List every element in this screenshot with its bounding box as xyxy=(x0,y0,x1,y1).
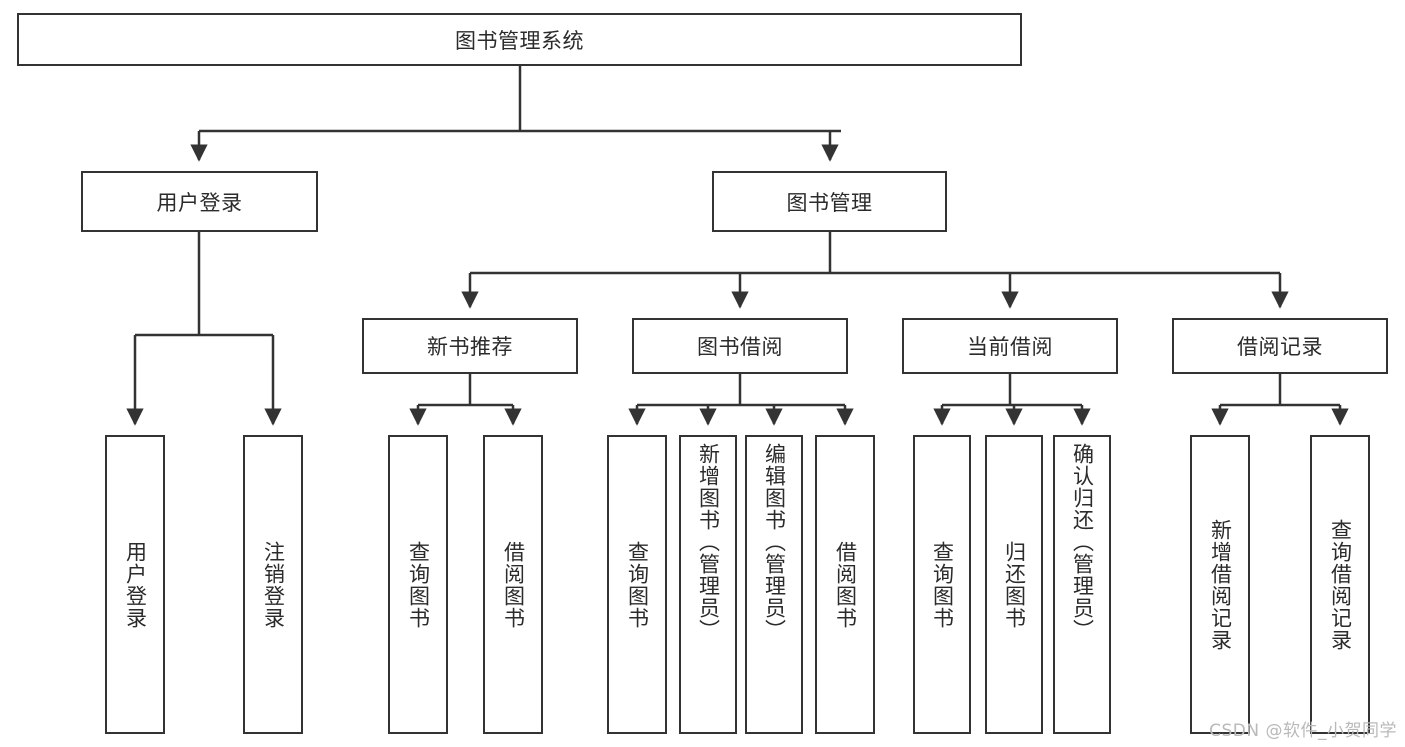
leaf-logout-label: 注销登录 xyxy=(261,540,286,629)
leaf-add-borrow-record-label: 新增借阅记录 xyxy=(1208,518,1233,651)
leaf-confirm-return-admin[interactable]: 确认归还（管理员） xyxy=(1053,435,1111,734)
node-user-login[interactable]: 用户登录 xyxy=(81,171,318,232)
leaf-add-book-admin[interactable]: 新增图书（管理员） xyxy=(679,435,737,734)
leaf-user-login-label: 用户登录 xyxy=(123,540,148,629)
node-book-management[interactable]: 图书管理 xyxy=(712,171,947,232)
node-new-book-recommendation[interactable]: 新书推荐 xyxy=(362,318,578,374)
node-book-management-label: 图书管理 xyxy=(786,190,873,215)
leaf-query-borrow-record[interactable]: 查询借阅记录 xyxy=(1310,435,1370,734)
watermark: CSDN @软件_小贺同学 xyxy=(1209,721,1397,741)
leaf-add-borrow-record[interactable]: 新增借阅记录 xyxy=(1190,435,1250,734)
leaf-edit-book-admin[interactable]: 编辑图书（管理员） xyxy=(745,435,803,734)
leaf-edit-book-admin-label: 编辑图书（管理员） xyxy=(762,443,787,641)
node-user-login-label: 用户登录 xyxy=(156,190,243,215)
node-book-borrow[interactable]: 图书借阅 xyxy=(632,318,848,374)
leaf-query-books-current-label: 查询图书 xyxy=(930,540,955,629)
leaf-borrow-books-label: 借阅图书 xyxy=(833,540,858,629)
node-current-borrow[interactable]: 当前借阅 xyxy=(902,318,1118,374)
leaf-borrow-books-rec-label: 借阅图书 xyxy=(501,540,526,629)
leaf-user-login[interactable]: 用户登录 xyxy=(105,435,165,734)
node-borrow-record-label: 借阅记录 xyxy=(1237,335,1323,359)
node-root[interactable]: 图书管理系统 xyxy=(17,13,1022,66)
leaf-query-books-rec[interactable]: 查询图书 xyxy=(388,435,448,734)
node-book-borrow-label: 图书借阅 xyxy=(697,335,783,359)
leaf-return-books[interactable]: 归还图书 xyxy=(985,435,1043,734)
leaf-confirm-return-admin-label: 确认归还（管理员） xyxy=(1070,443,1095,641)
leaf-add-book-admin-label: 新增图书（管理员） xyxy=(696,443,721,641)
leaf-query-books-rec-label: 查询图书 xyxy=(406,540,431,629)
node-borrow-record[interactable]: 借阅记录 xyxy=(1172,318,1388,374)
leaf-logout[interactable]: 注销登录 xyxy=(243,435,303,734)
leaf-borrow-books-rec[interactable]: 借阅图书 xyxy=(483,435,543,734)
node-new-book-recommendation-label: 新书推荐 xyxy=(427,335,513,359)
leaf-query-books-current[interactable]: 查询图书 xyxy=(913,435,971,734)
leaf-return-books-label: 归还图书 xyxy=(1002,540,1027,629)
leaf-query-borrow-record-label: 查询借阅记录 xyxy=(1328,518,1353,651)
node-root-label: 图书管理系统 xyxy=(455,28,584,53)
leaf-query-books-borrow-label: 查询图书 xyxy=(625,540,650,629)
leaf-query-books-borrow[interactable]: 查询图书 xyxy=(607,435,667,734)
node-current-borrow-label: 当前借阅 xyxy=(967,335,1053,359)
leaf-borrow-books[interactable]: 借阅图书 xyxy=(815,435,875,734)
